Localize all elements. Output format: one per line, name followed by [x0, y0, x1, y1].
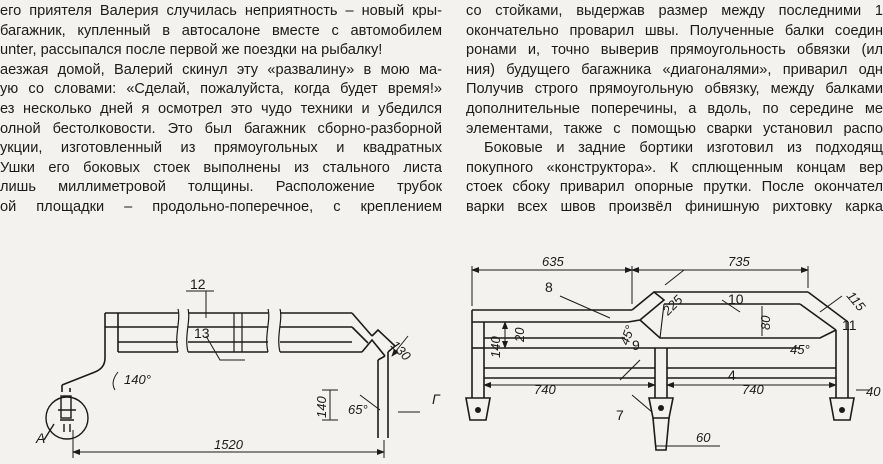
text-line: варки всех швов произвёл финишную рихтов…	[466, 198, 883, 215]
clamp-detail-a	[43, 395, 89, 441]
dim-735: 735	[728, 254, 750, 269]
dim-20: 20	[512, 327, 527, 343]
text-line: покупного «конструктора». К сплющенным к…	[466, 159, 883, 176]
text-line: Боковые и задние бортики изготовил из по…	[484, 140, 883, 157]
text-line: элементами, также с помощью сварки устан…	[466, 120, 883, 137]
dim-angle-45-left: 45°	[617, 323, 638, 347]
dim-40: 40	[866, 384, 881, 399]
part-label-13: 13	[194, 325, 210, 341]
dim-80: 80	[758, 315, 773, 330]
dim-740-left: 740	[534, 382, 556, 397]
right-frame-drawing	[465, 290, 855, 451]
part-label-12: 12	[190, 276, 206, 292]
text-line: ой площадки – продольно-поперечное, с кр…	[0, 198, 442, 215]
text-line: аезжая домой, Валерий скинул эту «развал…	[0, 61, 442, 78]
part-label-11: 11	[842, 317, 857, 333]
detail-label-a: А	[35, 430, 45, 446]
text-line: ронами и, точно выверив прямоугольность …	[466, 42, 883, 59]
dim-60: 60	[696, 430, 711, 445]
dim-angle-140: 140°	[124, 372, 151, 387]
text-line: ния) будущего багажника «диагоналями», п…	[466, 61, 883, 78]
dim-115: 115	[844, 288, 869, 314]
text-line: окончательно проварил швы. Полученные ба…	[466, 22, 883, 39]
dim-angle-65: 65°	[348, 402, 368, 417]
text-line: unter, рассыпался после первой же поездк…	[0, 42, 383, 59]
dim-1520: 1520	[214, 437, 244, 452]
dim-740-right: 740	[742, 382, 764, 397]
dim-635: 635	[542, 254, 564, 269]
left-side-frame-drawing	[61, 308, 397, 438]
text-line: стоек сбоку приварил опорные прутки. Пос…	[466, 179, 883, 196]
text-line: дополнительные поперечины, а вдоль, по с…	[466, 100, 883, 117]
text-line: со стойками, выдержав размер между после…	[466, 3, 883, 19]
part-label-10: 10	[728, 291, 744, 307]
dim-130: 130	[388, 338, 414, 364]
article-right-column: со стойками, выдержав размер между после…	[466, 2, 883, 218]
text-line: укции, изготовленный из прямоугольных и …	[0, 140, 442, 157]
part-label-4: 4	[728, 367, 736, 383]
text-line: лишь миллиметровой толщины. Расположение…	[0, 179, 442, 196]
part-label-7: 7	[616, 407, 624, 423]
text-line: Получив строго прямоугольную обвязку, ме…	[466, 81, 883, 98]
part-label-9: 9	[632, 337, 640, 353]
text-line: олной бестолковости. Это был багажник сб…	[0, 120, 442, 137]
view-label-g: Г	[432, 391, 441, 407]
article-left-column: его приятеля Валерия случилась неприятно…	[0, 2, 442, 218]
dim-140: 140	[314, 396, 329, 418]
text-line: Ушки его боковых стоек выполнены из стал…	[0, 159, 442, 176]
part-label-8: 8	[545, 279, 553, 295]
dim-140-right: 140	[488, 336, 503, 358]
dim-angle-45-right: 45°	[790, 342, 810, 357]
text-line: багажник, купленный в автосалоне вместе …	[0, 22, 442, 39]
text-line: ез несколько дней я осмотрел это чудо те…	[0, 100, 442, 117]
text-line: ую со словами: «Сделай, пожалуйста, когд…	[0, 81, 442, 98]
text-line: его приятеля Валерия случилась неприятно…	[0, 3, 442, 19]
